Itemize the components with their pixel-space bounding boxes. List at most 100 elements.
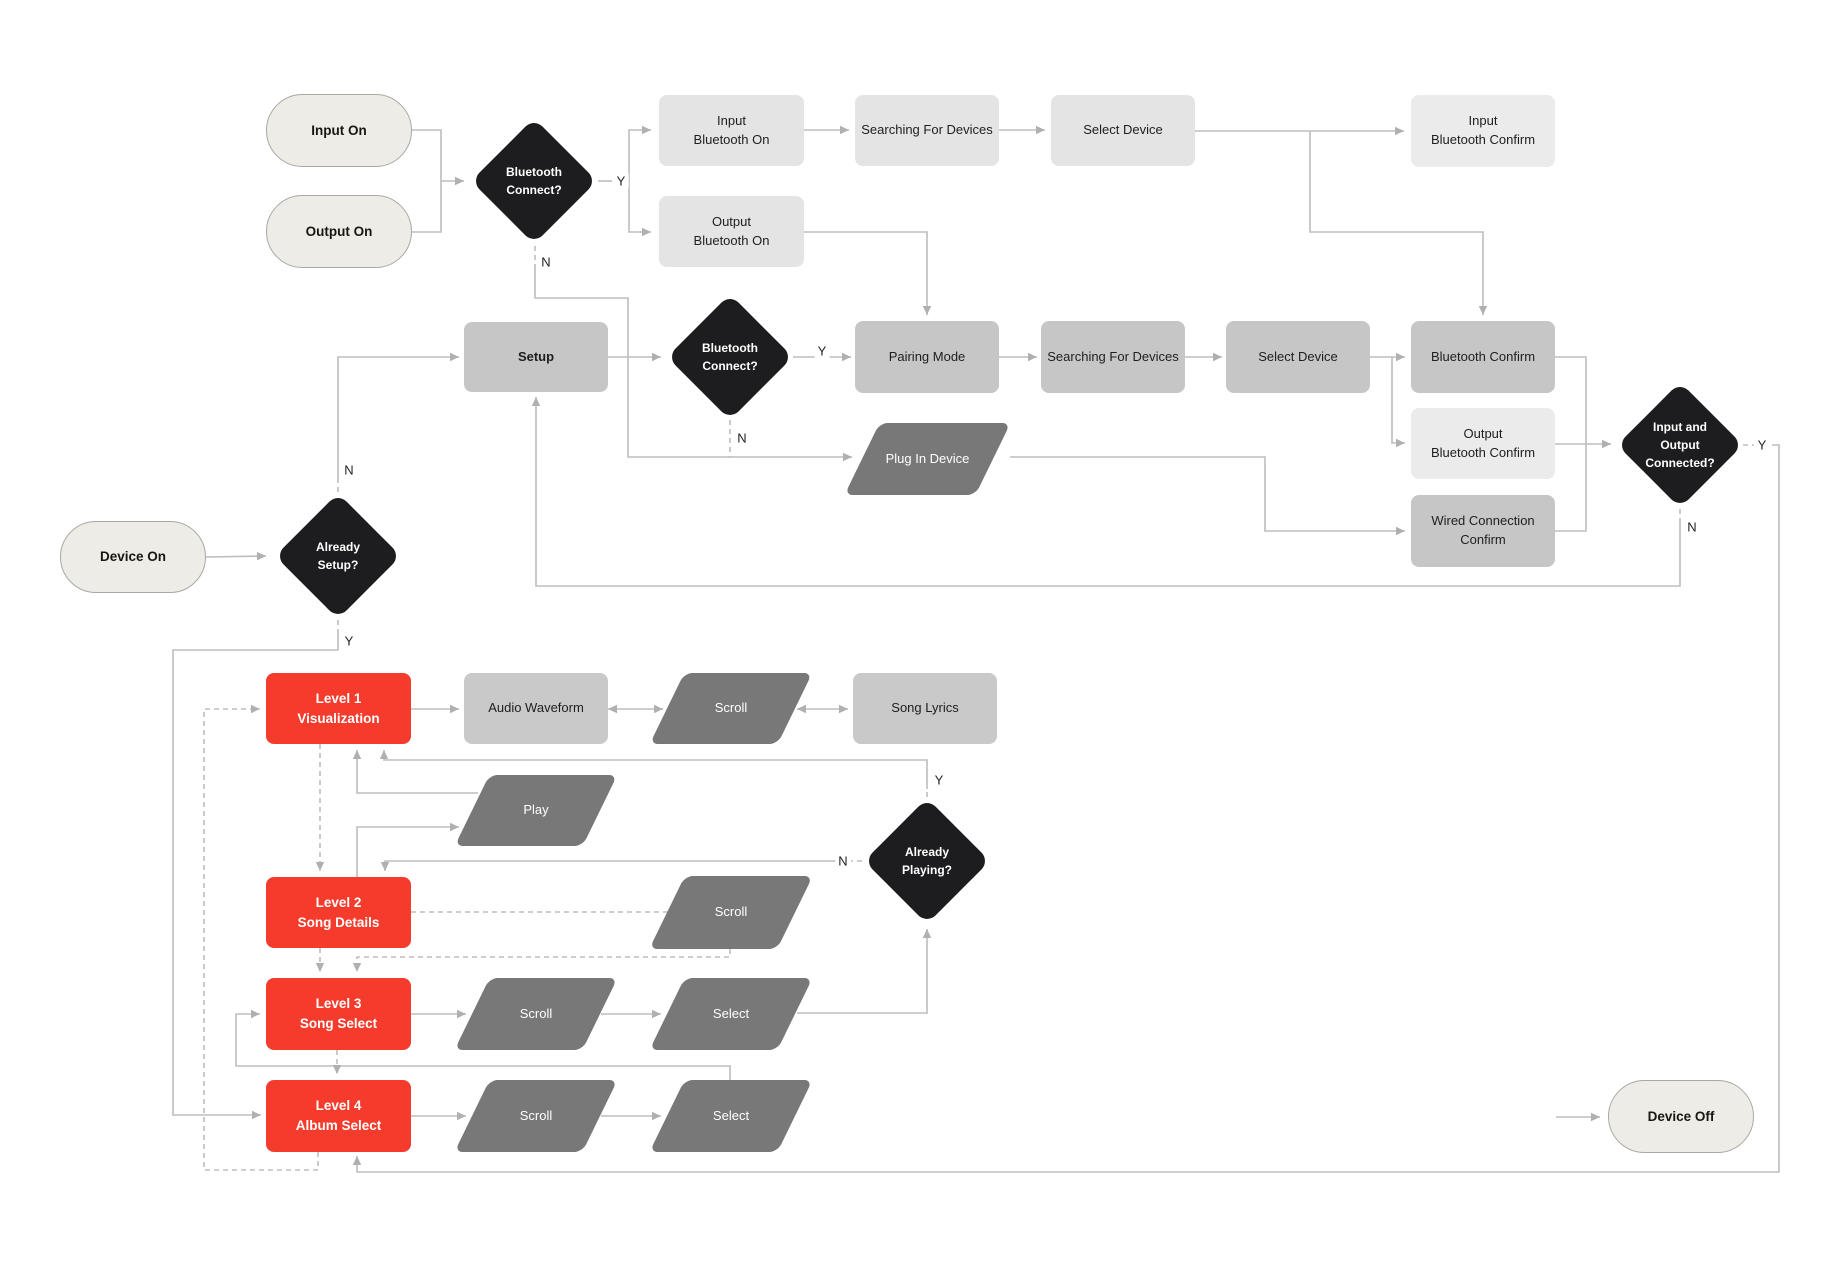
edge-label-y-6: Y — [1754, 437, 1770, 453]
node-searching-for-devices-1: Searching For Devices — [855, 95, 999, 166]
node-label: Device On — [99, 549, 167, 565]
node-label: Level 2 Song Details — [297, 894, 380, 930]
node-label: Select — [712, 1107, 750, 1123]
edge-y-split-to-input-bluetooth-on — [628, 129, 651, 181]
node-bluetooth-confirm: Bluetooth Confirm — [1411, 321, 1555, 393]
node-label: Bluetooth Confirm — [1430, 348, 1536, 364]
node-label: Level 3 Song Select — [299, 996, 378, 1031]
node-label: Scroll — [714, 700, 748, 716]
node-bluetooth-connect-1: Bluetooth Connect? — [470, 118, 598, 244]
edge-level-4-to-level-1 — [203, 708, 319, 1171]
node-label: Already Playing? — [901, 845, 952, 877]
node-select-3: Select — [649, 978, 813, 1050]
edge-input-output-connected-to-setup — [535, 397, 1681, 587]
node-plug-in-device: Plug In Device — [844, 423, 1011, 495]
edge-select-4-to-level-3 — [235, 1013, 731, 1080]
node-label: Searching For Devices — [1047, 348, 1179, 364]
edge-label-n-7: N — [1684, 519, 1700, 535]
node-label: Select Device — [1083, 122, 1163, 138]
node-song-lyrics: Song Lyrics — [853, 673, 997, 744]
node-label: Select — [712, 1005, 750, 1021]
node-select-device-2: Select Device — [1226, 321, 1370, 393]
node-device-on: Device On — [60, 521, 206, 593]
edge-label-y-5: Y — [341, 633, 357, 649]
edge-input-on-to-merge-junction — [412, 129, 442, 181]
node-label: Scroll — [519, 1005, 553, 1021]
node-label: Bluetooth Connect? — [506, 165, 562, 197]
edge-already-setup-to-level-4 — [172, 632, 339, 1116]
node-output-on: Output On — [266, 195, 412, 268]
node-label: Device Off — [1647, 1108, 1715, 1124]
edge-y-split-to-output-bluetooth-on — [628, 181, 651, 233]
node-label: Output Bluetooth On — [693, 213, 770, 248]
node-label: Pairing Mode — [888, 348, 966, 364]
node-label: Wired Connection Confirm — [1431, 513, 1535, 547]
node-select-device-1: Select Device — [1051, 95, 1195, 166]
edge-label-y-2: Y — [814, 343, 830, 359]
node-label: Scroll — [519, 1107, 553, 1123]
node-label: Select Device — [1258, 348, 1338, 364]
node-audio-waveform: Audio Waveform — [464, 673, 608, 744]
node-select-4: Select — [649, 1080, 813, 1152]
node-label: Input and Output Connected? — [1645, 420, 1715, 470]
edge-level-2-to-play — [356, 826, 459, 877]
node-label: Input Bluetooth Confirm — [1430, 113, 1536, 147]
node-already-playing: Already Playing? — [864, 798, 990, 924]
node-level-3: Level 3 Song Select — [266, 978, 411, 1050]
edge-input-output-connected-to-level-4 — [356, 444, 1780, 1173]
node-input-bluetooth-on: Input Bluetooth On — [659, 95, 804, 166]
node-label: Level 4 Album Select — [295, 1098, 382, 1133]
node-scroll-1: Scroll — [649, 673, 813, 744]
edge-bluetooth-connect-1-to-plug-in-device — [534, 264, 852, 458]
node-label: Bluetooth Connect? — [702, 341, 758, 373]
node-wired-connection-confirm: Wired Connection Confirm — [1411, 495, 1555, 567]
edge-already-setup-to-setup — [337, 356, 459, 479]
edge-scroll-2-to-level-3 — [356, 949, 731, 972]
edge-label-y-0: Y — [613, 173, 629, 189]
node-level-2: Level 2 Song Details — [266, 877, 411, 948]
edge-play-to-level-1 — [356, 750, 478, 794]
node-label: Play — [523, 802, 549, 818]
edge-label-y-8: Y — [931, 772, 947, 788]
edge-label-n-9: N — [835, 853, 851, 869]
node-label: Setup — [517, 348, 555, 364]
node-level-4: Level 4 Album Select — [266, 1080, 411, 1152]
node-output-bluetooth-confirm: Output Bluetooth Confirm — [1411, 408, 1555, 479]
edge-device-on-to-already-setup — [205, 555, 267, 558]
edge-plug-in-device-to-wired-connection-confirm — [1010, 456, 1405, 532]
node-input-output-connected: Input and Output Connected? — [1617, 382, 1743, 508]
edge-output-bluetooth-on-to-pairing-mode — [804, 231, 928, 315]
node-input-bluetooth-confirm: Input Bluetooth Confirm — [1411, 95, 1555, 167]
node-label: Output Bluetooth Confirm — [1430, 425, 1536, 460]
edge-select-3-to-already-playing — [797, 929, 928, 1014]
node-scroll-3: Scroll — [454, 978, 618, 1050]
node-label: Scroll — [714, 904, 748, 920]
edge-select-device-1-to-bluetooth-confirm — [1309, 131, 1484, 315]
node-label: Input Bluetooth On — [693, 112, 770, 147]
node-label: Already Setup? — [315, 540, 361, 572]
node-input-on: Input On — [266, 94, 412, 167]
edge-output-on-to-merge-junction — [412, 181, 442, 233]
edge-wired-connection-confirm-to-confirm-join — [1555, 445, 1587, 532]
node-label: Output On — [305, 223, 373, 239]
node-bluetooth-connect-2: Bluetooth Connect? — [667, 294, 793, 420]
node-label: Song Lyrics — [891, 700, 959, 716]
node-label: Input On — [311, 122, 367, 138]
node-scroll-4: Scroll — [454, 1080, 618, 1152]
node-setup: Setup — [464, 322, 608, 392]
edge-label-n-3: N — [734, 430, 750, 446]
node-play: Play — [454, 775, 618, 846]
edge-label-n-4: N — [341, 462, 357, 478]
edge-already-playing-to-level-2 — [384, 860, 836, 871]
edge-bluetooth-confirm-to-confirm-join — [1555, 356, 1587, 445]
node-label: Audio Waveform — [488, 700, 584, 716]
node-label: Level 1 Visualization — [297, 690, 380, 726]
node-pairing-mode: Pairing Mode — [855, 321, 999, 393]
node-scroll-2: Scroll — [649, 876, 813, 949]
edge-label-n-1: N — [538, 254, 554, 270]
edge-select-device-2-to-output-bluetooth-confirm — [1391, 357, 1405, 444]
node-label: Plug In Device — [885, 450, 970, 466]
node-label: Searching For Devices — [861, 122, 993, 138]
